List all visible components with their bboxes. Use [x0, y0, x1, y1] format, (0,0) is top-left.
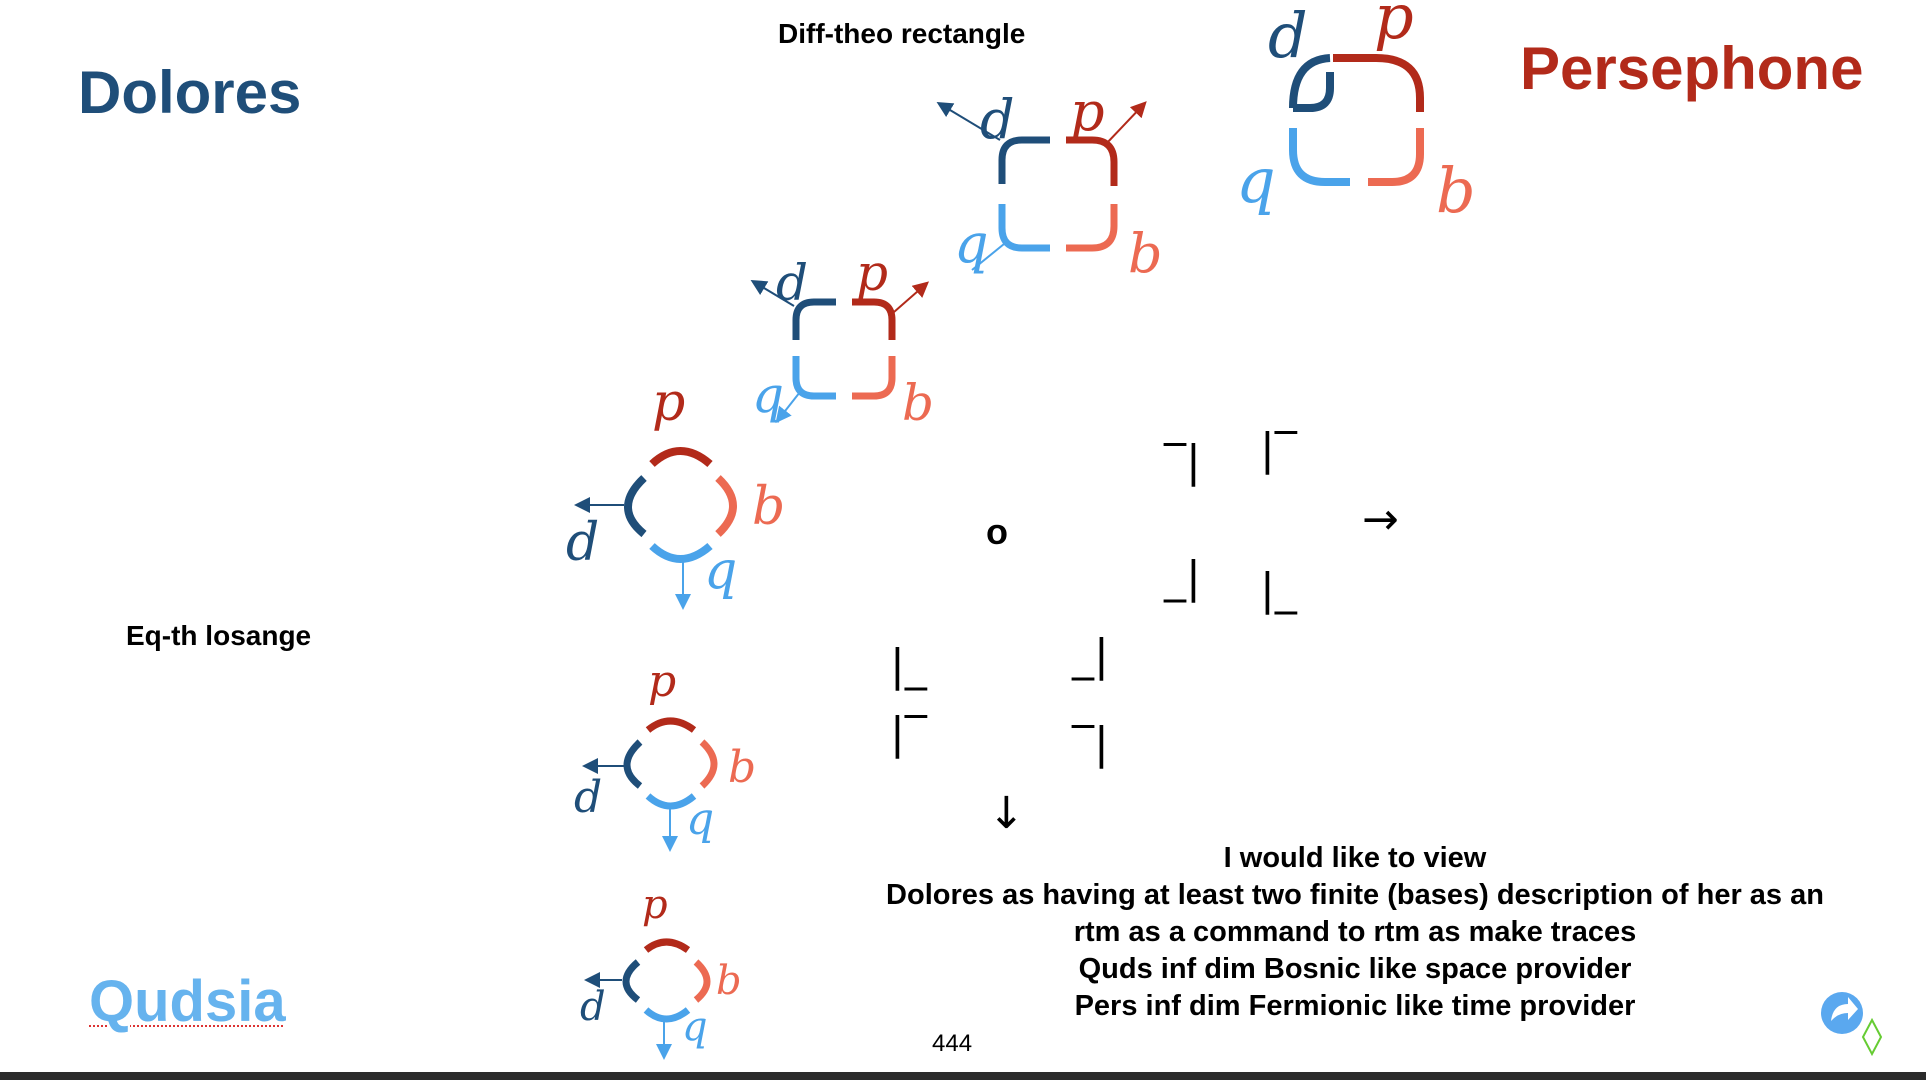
corner-ll-1: |_ [1260, 564, 1297, 615]
var-d-losange-mid: d [574, 772, 602, 823]
corner-ur-2: ‾| [1072, 718, 1109, 769]
corner-ul-2: |‾ [890, 708, 927, 759]
var-d-losange-large: d [566, 513, 599, 573]
label-diff-theo-rectangle: Diff-theo rectangle [778, 18, 1026, 49]
var-q-losange-mid: q [686, 794, 714, 845]
corner-ll-2: |_ [890, 640, 927, 691]
diff-theo-square-small [750, 279, 930, 424]
var-p-losange-large: p [652, 373, 685, 433]
var-q-losange-small: q [682, 1004, 708, 1050]
label-eq-th-losange: Eq-th losange [126, 620, 312, 651]
note-line-4: Quds inf dim Bosnic like space provider [1078, 953, 1632, 985]
diff-theo-square-large [1289, 54, 1424, 186]
var-d-large: d [1268, 0, 1308, 72]
var-p-small: p [856, 244, 888, 302]
var-q-large: q [1236, 144, 1276, 217]
var-d-mid: d [980, 88, 1015, 151]
diamond-icon[interactable] [1861, 1017, 1883, 1057]
bottom-bar [0, 1072, 1926, 1080]
note-line-1: I would like to view [1223, 842, 1487, 874]
var-b-small: b [902, 374, 934, 432]
eq-th-losange-small [584, 938, 711, 1060]
var-p-large: p [1374, 0, 1414, 53]
eq-th-losange-large [574, 447, 737, 610]
diff-theo-square-mid [936, 101, 1147, 271]
note-block: I would like to view Dolores as having a… [830, 840, 1880, 1025]
var-b-losange-large: b [752, 477, 785, 537]
var-b-losange-mid: b [728, 742, 756, 793]
composition-circle: o [986, 511, 1008, 552]
var-p-mid: p [1070, 80, 1105, 143]
var-b-losange-small: b [716, 958, 742, 1004]
var-b-mid: b [1128, 222, 1163, 285]
note-line-3: rtm as a command to rtm as make traces [1073, 916, 1637, 948]
share-arrow-icon[interactable] [1821, 992, 1863, 1034]
var-q-mid: q [954, 212, 989, 275]
corner-ul-1: |‾ [1260, 424, 1297, 475]
title-persephone: Persephone [1520, 35, 1864, 102]
corner-ur-1: ‾| [1164, 436, 1201, 487]
var-q-losange-large: q [704, 541, 737, 601]
var-b-large: b [1436, 154, 1476, 227]
corner-lr-2: _| [1072, 630, 1109, 681]
var-d-small: d [776, 254, 808, 312]
var-d-losange-small: d [580, 984, 606, 1030]
var-p-losange-small: p [642, 882, 668, 928]
title-qudsia: Qudsia [89, 969, 286, 1034]
var-p-losange-mid: p [648, 656, 676, 707]
note-line-2: Dolores as having at least two finite (b… [886, 879, 1824, 911]
arrow-down: ↓ [988, 788, 1025, 839]
var-q-small: q [752, 366, 784, 424]
eq-th-losange-mid [582, 717, 718, 852]
title-dolores: Dolores [78, 59, 302, 126]
page-number: 444 [932, 1030, 973, 1057]
corner-lr-1: _| [1164, 552, 1201, 603]
arrow-right: → [1362, 494, 1399, 545]
note-line-5: Pers inf dim Fermionic like time provide… [1074, 990, 1636, 1022]
